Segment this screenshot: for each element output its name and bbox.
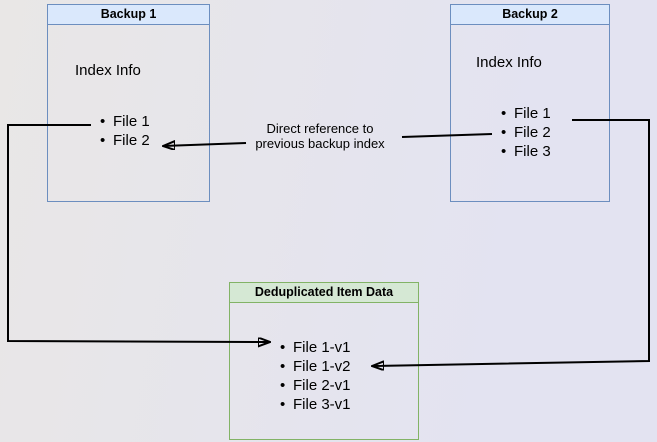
list-item: File 3 bbox=[501, 142, 551, 161]
backup1-title: Backup 1 bbox=[48, 5, 209, 25]
edge-label-line1: Direct reference to bbox=[266, 121, 374, 136]
list-item: File 1 bbox=[501, 104, 551, 123]
backup2-subtitle: Index Info bbox=[476, 54, 542, 71]
list-item: File 2-v1 bbox=[280, 376, 351, 395]
list-item: File 2 bbox=[100, 131, 150, 150]
list-item: File 2 bbox=[501, 123, 551, 142]
list-item: File 1 bbox=[100, 112, 150, 131]
edge-label-line2: previous backup index bbox=[255, 136, 385, 151]
backup2-file-list: File 1 File 2 File 3 bbox=[501, 104, 551, 161]
backup1-subtitle: Index Info bbox=[75, 62, 141, 79]
backup1-file-list: File 1 File 2 bbox=[100, 112, 150, 150]
backup2-title: Backup 2 bbox=[451, 5, 609, 25]
backup2-node: Backup 2 Index Info File 1 File 2 File 3 bbox=[450, 4, 610, 202]
dedup-file-list: File 1-v1 File 1-v2 File 2-v1 File 3-v1 bbox=[280, 338, 351, 414]
dedup-node: Deduplicated Item Data File 1-v1 File 1-… bbox=[229, 282, 419, 440]
dedup-title: Deduplicated Item Data bbox=[230, 283, 418, 303]
list-item: File 1-v1 bbox=[280, 338, 351, 357]
backup1-node: Backup 1 Index Info File 1 File 2 bbox=[47, 4, 210, 202]
edge-label: Direct reference to previous backup inde… bbox=[230, 121, 410, 151]
list-item: File 1-v2 bbox=[280, 357, 351, 376]
list-item: File 3-v1 bbox=[280, 395, 351, 414]
